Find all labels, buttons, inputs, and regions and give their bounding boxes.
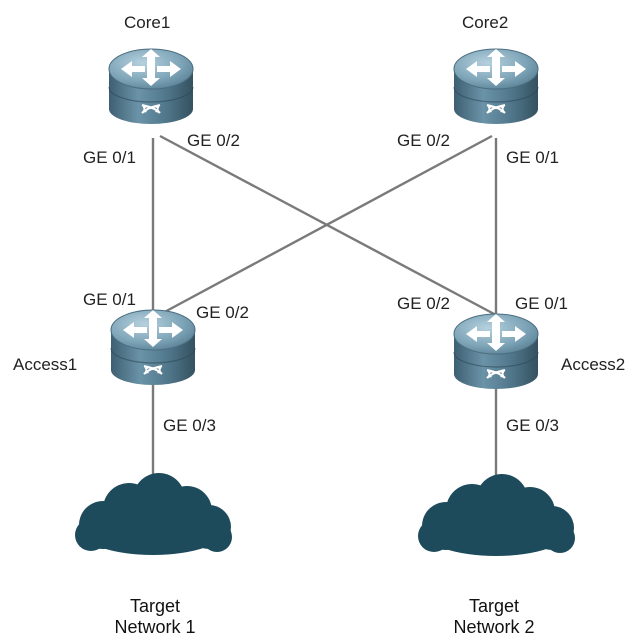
core1-port-ge01-label: GE 0/1 xyxy=(83,148,136,167)
core2-port-ge01-label: GE 0/1 xyxy=(506,148,559,167)
access1-router-icon xyxy=(109,308,197,387)
access1-label: Access1 xyxy=(13,355,77,374)
core2-port-ge02-label: GE 0/2 xyxy=(397,131,450,150)
core2-label: Core2 xyxy=(462,13,508,32)
core1-label: Core1 xyxy=(124,13,170,32)
core2-router-icon xyxy=(452,47,540,126)
core1-router-icon xyxy=(107,47,195,126)
access1-port-ge01-label: GE 0/1 xyxy=(83,290,136,309)
target-network-1-label-line2: Network 1 xyxy=(114,617,195,637)
target-network-2-cloud-icon xyxy=(418,474,575,556)
access2-port-ge01-label: GE 0/1 xyxy=(515,294,568,313)
target-network-2-label-line1: Target xyxy=(469,596,519,616)
core1-port-ge02-label: GE 0/2 xyxy=(187,131,240,150)
target-network-2-label-line2: Network 2 xyxy=(453,617,534,637)
access2-port-ge03-label: GE 0/3 xyxy=(506,416,559,435)
target-network-1-cloud-icon xyxy=(75,473,232,555)
access2-router-icon xyxy=(452,312,540,391)
access1-port-ge03-label: GE 0/3 xyxy=(163,416,216,435)
target-network-1-label-line1: Target xyxy=(130,596,180,616)
access2-port-ge02-label: GE 0/2 xyxy=(397,294,450,313)
access1-port-ge02-label: GE 0/2 xyxy=(196,303,249,322)
access2-label: Access2 xyxy=(561,355,625,374)
link-core2-access1 xyxy=(158,134,493,317)
links xyxy=(151,134,498,488)
